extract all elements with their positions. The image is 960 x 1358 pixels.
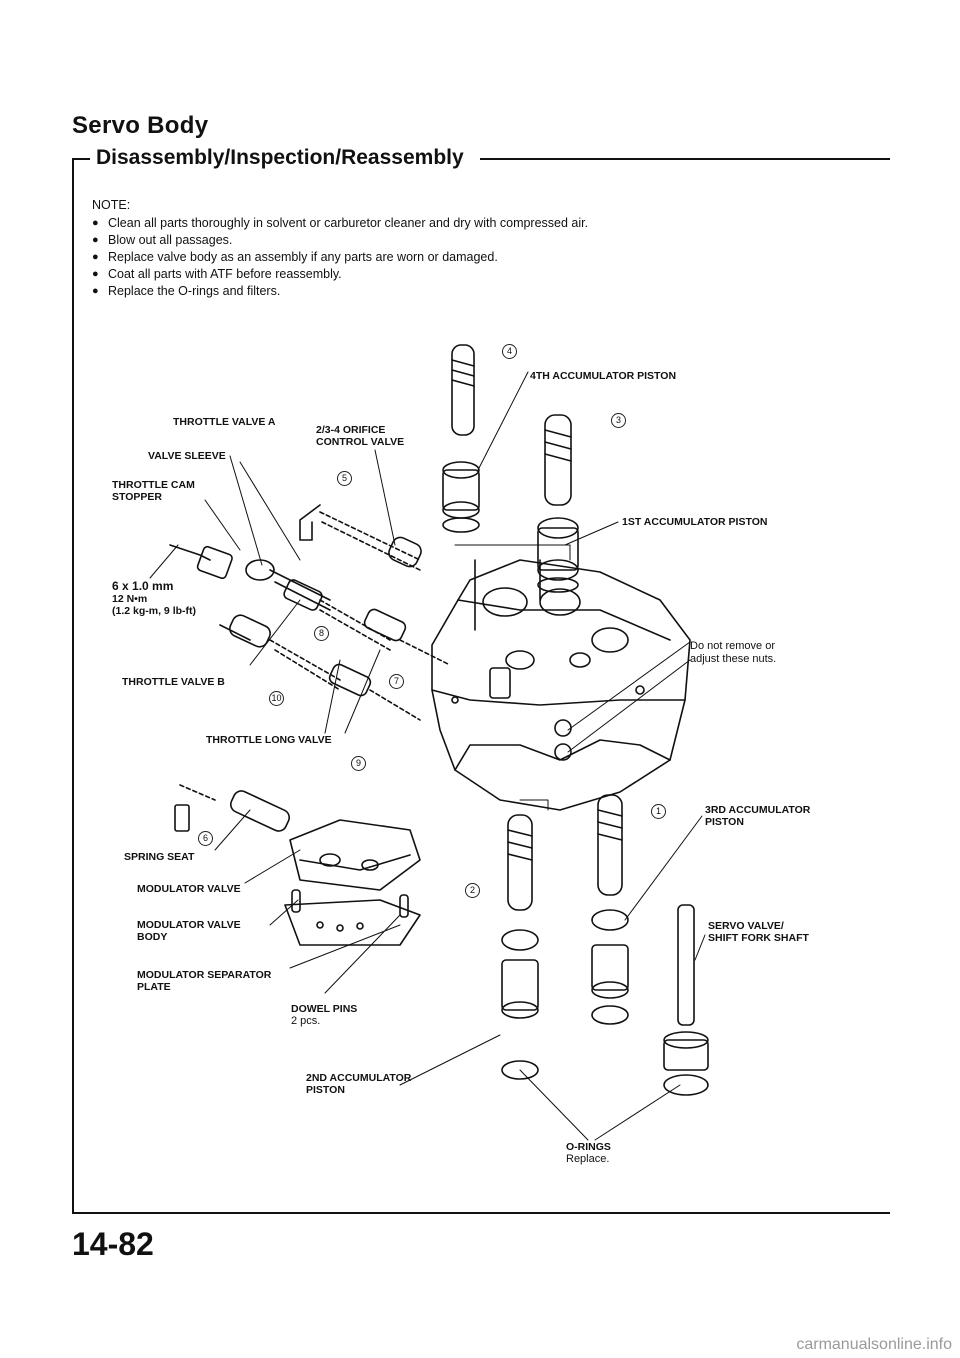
servo-body-housing	[431, 559, 691, 811]
label-modulator-valve-body: MODULATOR VALVE BODY	[137, 919, 241, 943]
page-title: Servo Body	[72, 112, 209, 139]
note-item: Coat all parts with ATF before reassembl…	[92, 266, 588, 283]
label-orifice-control-valve: 2/3-4 ORIFICE CONTROL VALVE	[316, 424, 405, 448]
label-4th-accumulator-piston: 4TH ACCUMULATOR PISTON	[530, 370, 677, 382]
watermark-link[interactable]: carmanualsonline.info	[796, 1336, 952, 1353]
section-rule-left-tick	[72, 158, 90, 160]
label-bolt-spec: 6 x 1.0 mm 12 N•m (1.2 kg-m, 9 lb-ft)	[112, 579, 197, 617]
label-dowel-pins: DOWEL PINS 2 pcs.	[291, 1003, 358, 1027]
first-accumulator-piston-assembly	[537, 414, 579, 593]
label-throttle-valve-b: THROTTLE VALVE B	[122, 676, 225, 688]
callout-number: 7	[389, 674, 404, 689]
page-number: 14-82	[72, 1226, 154, 1262]
note-item: Clean all parts thoroughly in solvent or…	[92, 215, 588, 232]
label-spring-seat: SPRING SEAT	[124, 851, 195, 863]
callout-number: 2	[465, 883, 480, 898]
callout-number: 1	[651, 804, 666, 819]
notes-block: NOTE: Clean all parts thoroughly in solv…	[92, 197, 588, 300]
label-o-rings: O-RINGS Replace.	[566, 1141, 611, 1165]
label-throttle-valve-a: THROTTLE VALVE A	[173, 416, 276, 428]
label-modulator-valve: MODULATOR VALVE	[137, 883, 241, 895]
label-servo-valve-shift-fork-shaft: SERVO VALVE/ SHIFT FORK SHAFT	[708, 920, 809, 944]
note-item: Blow out all passages.	[92, 232, 588, 249]
note-item: Replace valve body as an assembly if any…	[92, 249, 588, 266]
callout-number: 3	[611, 413, 626, 428]
label-3rd-accumulator-piston: 3RD ACCUMULATOR PISTON	[705, 804, 811, 828]
leader-lines	[149, 371, 706, 1141]
label-throttle-long-valve: THROTTLE LONG VALVE	[206, 734, 332, 746]
note-list: Clean all parts thoroughly in solvent or…	[92, 215, 588, 300]
fourth-accumulator-piston-assembly	[442, 344, 480, 533]
label-throttle-cam-stopper: THROTTLE CAM STOPPER	[112, 479, 195, 503]
label-2nd-accumulator-piston: 2ND ACCUMULATOR PISTON	[306, 1072, 412, 1096]
label-do-not-remove-nuts: Do not remove or adjust these nuts.	[690, 640, 777, 665]
modulator-valve-assembly	[174, 784, 421, 946]
note-label: NOTE:	[92, 198, 131, 212]
third-accumulator-piston-assembly	[591, 794, 629, 1025]
callout-number: 8	[314, 626, 329, 641]
servo-valve-shift-fork-shaft	[663, 904, 709, 1096]
note-item: Replace the O-rings and filters.	[92, 283, 588, 300]
frame-left-rule	[72, 158, 74, 1213]
throttle-valve-assembly	[169, 504, 451, 721]
callout-number: 5	[337, 471, 352, 486]
section-heading: Disassembly/Inspection/Reassembly	[96, 146, 464, 169]
callout-number: 4	[502, 344, 517, 359]
section-rule-right	[480, 158, 890, 160]
label-valve-sleeve: VALVE SLEEVE	[148, 450, 226, 462]
callout-number: 6	[198, 831, 213, 846]
frame-bottom-rule	[72, 1212, 890, 1214]
label-modulator-separator-plate: MODULATOR SEPARATOR PLATE	[137, 969, 272, 993]
callout-number: 9	[351, 756, 366, 771]
callout-number: 10	[269, 691, 284, 706]
label-1st-accumulator-piston: 1ST ACCUMULATOR PISTON	[622, 516, 768, 528]
second-accumulator-piston-assembly	[501, 814, 539, 1080]
